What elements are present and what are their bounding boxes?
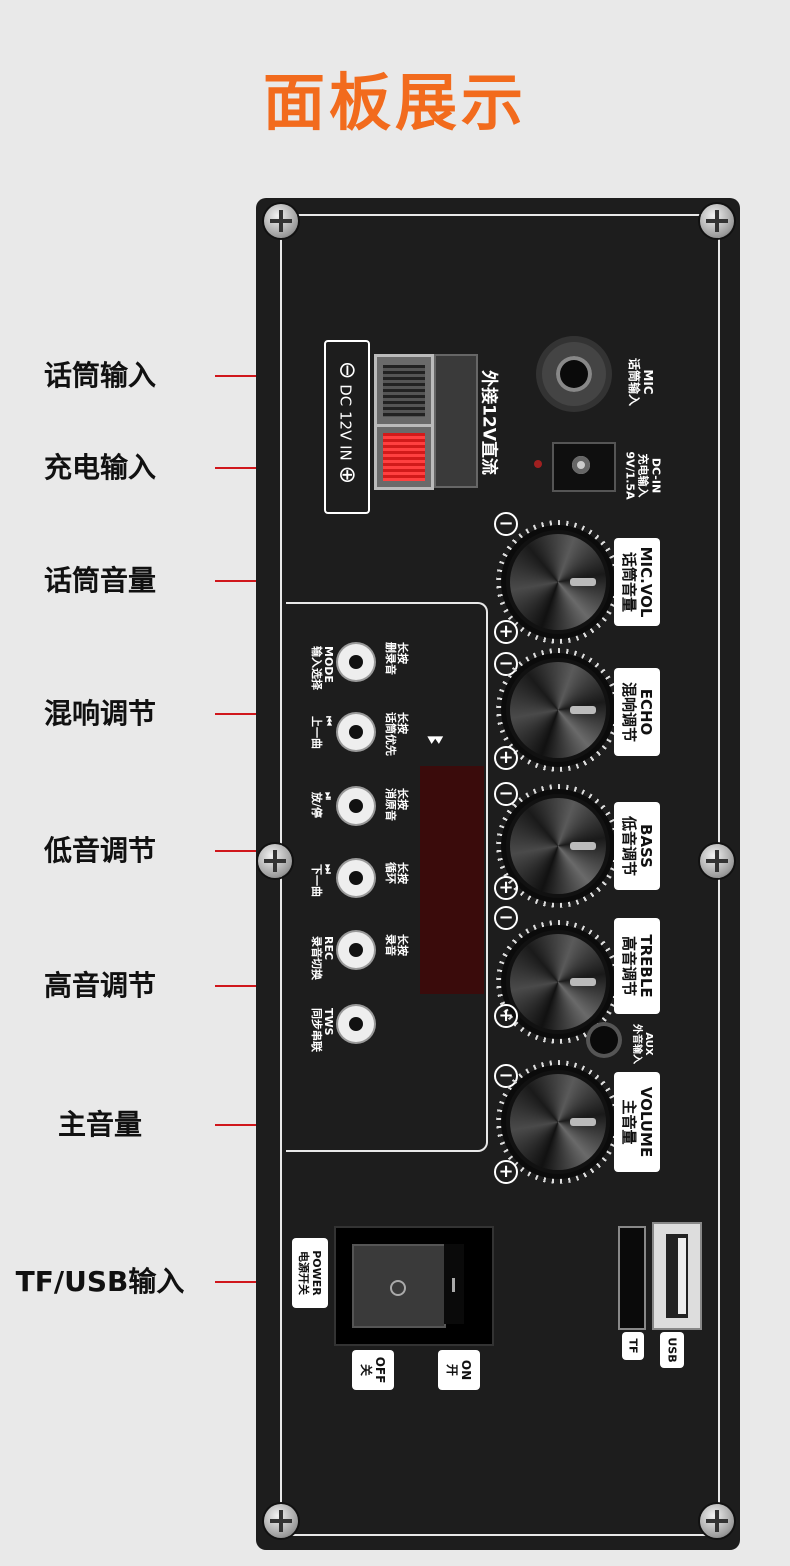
screw-icon [700,1504,734,1538]
red-indicator-led [534,460,542,468]
prev-button-hint: 长按话筒优先 [384,712,409,756]
plus-icon: ⊕ [334,465,360,484]
minus-icon: − [494,782,518,806]
next-button-label: ⏭下一曲 [310,864,335,897]
plus-icon: + [494,1160,518,1184]
plus-icon: + [494,620,518,644]
dc-in-jack[interactable] [552,442,616,492]
next-icon: ⏭ [322,864,335,874]
play-pause-icon: ⏯ [322,792,335,801]
tf-card-slot[interactable] [618,1226,646,1330]
led-display [420,766,484,994]
callout-label: 低音调节 [43,834,156,867]
plus-icon: + [494,1004,518,1028]
callout-label: TF/USB输入 [15,1265,185,1298]
prev-button-label: ⏮上一曲 [310,716,335,749]
play-pause-button-label: ⏯放/停 [310,792,335,819]
aux-jack[interactable] [590,1026,618,1054]
mic-jack[interactable] [542,342,606,406]
dc-12v-label-box: ⊖ DC 12V IN ⊕ [324,340,370,514]
usb-label: USB [660,1332,684,1368]
terminal-red[interactable] [374,424,434,490]
screw-icon [700,204,734,238]
callout-label: 高音调节 [43,969,156,1002]
rec-button-hint: 长按录音 [384,934,409,956]
dc-in-label: DC-IN 充电输入 9V/1.5A [623,451,663,500]
main-volume-knob[interactable] [510,1074,606,1170]
bass-knob[interactable] [510,798,606,894]
terminal-clamp [434,354,478,488]
off-icon [390,1280,406,1296]
previous-icon: ⏮ [322,716,335,726]
usb-port[interactable] [652,1222,702,1330]
external-12v-label: 外接12V直流 [478,370,499,475]
mode-button-hint: 长按删录音 [384,642,409,675]
dc-12v-text: ⊖ DC 12V IN ⊕ [334,361,360,484]
minus-icon: − [494,906,518,930]
page-title: 面板展示 [262,66,527,139]
plus-icon: + [494,876,518,900]
on-icon [452,1278,455,1292]
treble-knob[interactable] [510,934,606,1030]
power-switch[interactable] [334,1226,494,1346]
screw-icon [264,1504,298,1538]
screw-icon [264,204,298,238]
echo-knob[interactable] [510,662,606,758]
next-button-hint: 长按循环 [384,862,409,884]
callout-label: 话筒音量 [43,564,156,597]
callout-label: 话筒输入 [43,359,156,392]
mic-volume-knob[interactable] [510,534,606,630]
mic-jack-label: MIC 话筒输入 [627,357,655,406]
bluetooth-icon: ꔪ [423,735,447,745]
minus-icon: − [494,512,518,536]
callout-label: 混响调节 [43,697,156,730]
plus-icon: + [494,746,518,770]
callout-label: 主音量 [57,1108,142,1141]
callout-label: 充电输入 [43,451,156,484]
tf-label: TF [622,1332,644,1360]
minus-icon: ⊖ [334,361,360,380]
control-panel: ⊖ DC 12V IN ⊕ 外接12V直流 MIC 话筒输入 DC-IN 充电输… [256,198,740,1550]
play-pause-button-hint: 长按消原音 [384,788,409,821]
callout-bass: 低音调节 [0,831,520,871]
screw-icon [258,844,292,878]
button-section-outline [286,602,488,1152]
screw-icon [700,844,734,878]
terminal-black[interactable] [374,354,434,430]
